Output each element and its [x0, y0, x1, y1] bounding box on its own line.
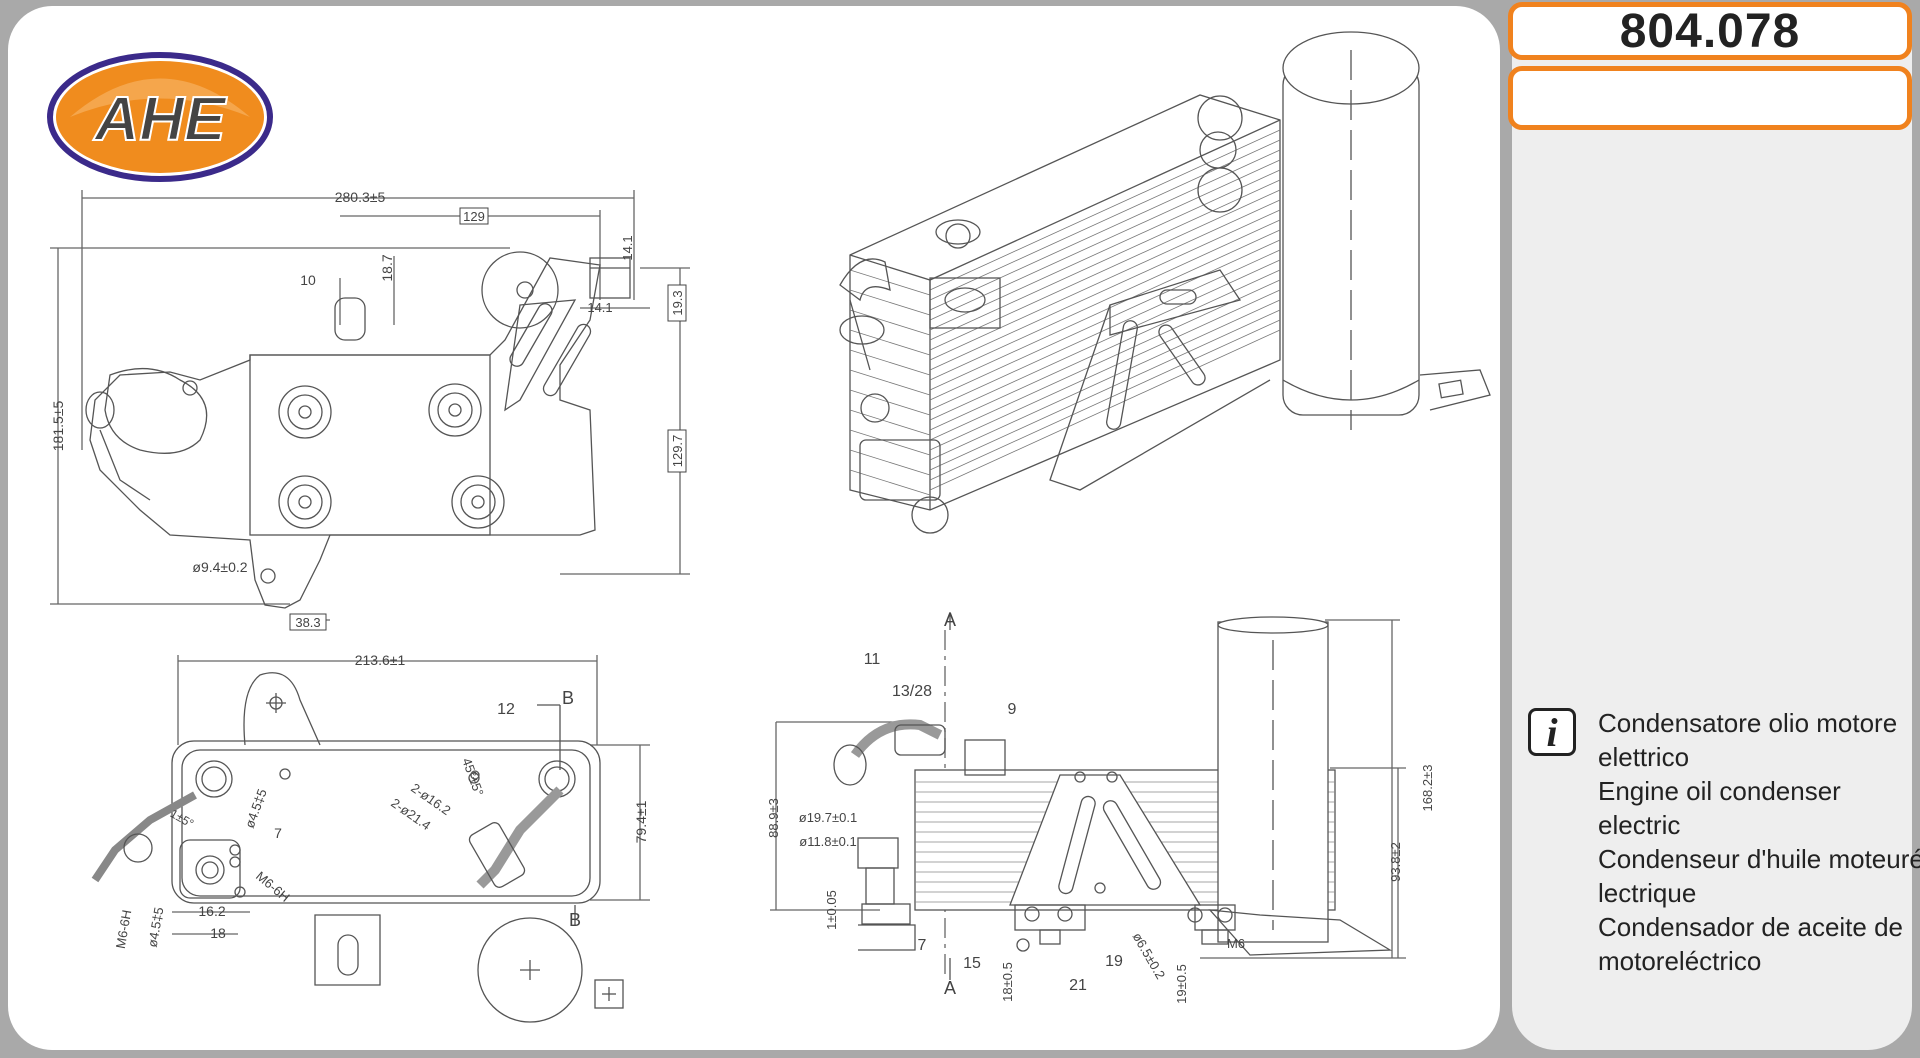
- dim-14-1-top: 14.1: [620, 235, 635, 260]
- dim-1-005: 1±0.05: [824, 890, 839, 930]
- label-b-bottom: B: [569, 910, 581, 930]
- dim-4-5-a: ø4.5‡5: [242, 787, 270, 830]
- front-view-dimension-labels: 213.6±1 79.4±1 12 B B 2-ø16.2 2-ø21.4 45…: [113, 652, 649, 950]
- ahe-logo: AHE: [47, 52, 273, 182]
- label-7: 7: [274, 825, 282, 841]
- dim-93-8: 93.8±2: [1388, 842, 1403, 882]
- info-glyph: i: [1546, 709, 1558, 755]
- dim-angle: 45°±5°: [459, 756, 487, 798]
- dim-4-5-b: ø4.5‡5: [145, 906, 167, 948]
- description-line: elettrico: [1598, 742, 1690, 772]
- description-line: Engine oil condenser: [1598, 776, 1841, 806]
- label-13-28: 13/28: [892, 683, 932, 700]
- top-view-dimension-labels: 280.3±5 129 181.5±5 10 18.7 14.1 14.1 19…: [50, 189, 687, 631]
- dim-width: 213.6±1: [355, 652, 406, 668]
- side-view: [770, 612, 1406, 980]
- label-7: 7: [918, 937, 927, 954]
- dim-overall-width: 280.3±5: [335, 189, 386, 205]
- info-icon: i: [1528, 708, 1576, 756]
- technical-drawing: AHE: [47, 31, 1491, 1023]
- dim-19-7: ø19.7±0.1: [799, 810, 857, 825]
- front-view: [91, 655, 650, 1023]
- dim-overall-height: 181.5±5: [50, 401, 66, 452]
- label-9: 9: [1008, 701, 1017, 718]
- label-21: 21: [1069, 977, 1087, 994]
- dim-19-3: 19.3: [670, 290, 685, 315]
- section-a-top: A: [944, 610, 956, 630]
- top-view: [50, 190, 690, 621]
- dim-19-05: 19±0.5: [1174, 964, 1189, 1004]
- section-a-bottom: A: [944, 978, 956, 998]
- label-b-top: B: [562, 688, 574, 708]
- dim-14-1-side: 14.1: [587, 300, 612, 315]
- dim-thread-a: M6-6H: [253, 868, 293, 905]
- dim-thread-b: M6-6H: [113, 909, 135, 950]
- description-line: motoreléctrico: [1598, 946, 1762, 976]
- dim-10: 10: [300, 272, 316, 288]
- dim-width-129: 129: [463, 209, 485, 224]
- dim-height: 79.4±1: [633, 800, 649, 843]
- dim-6-5: ø6.5±0.2: [1130, 930, 1169, 982]
- description-line: Condenseur d'huile moteuré: [1598, 844, 1920, 874]
- label-19: 19: [1105, 953, 1123, 970]
- dim-11-8: ø11.8±0.1: [799, 834, 856, 849]
- description-line: electric: [1598, 810, 1681, 840]
- product-description: Condensatore olio motore elettrico Engin…: [1598, 706, 1920, 978]
- label-15: 15: [963, 955, 981, 972]
- isometric-view: [839, 31, 1491, 534]
- dim-box-38-3: [289, 613, 327, 631]
- dim-box-129: [459, 207, 489, 225]
- dim-129-7: 129.7: [670, 435, 685, 468]
- dim-38-3: 38.3: [295, 615, 320, 630]
- label-11: 11: [864, 651, 881, 668]
- dim-box-19-3: [667, 284, 687, 322]
- dim-18-05: 18±0.5: [1000, 962, 1015, 1002]
- dim-18-7: 18.7: [379, 254, 395, 281]
- cooler-fins: [849, 129, 1281, 496]
- dim-88-9: 88.9±3: [766, 798, 781, 838]
- description-line: Condensatore olio motore: [1598, 708, 1898, 738]
- dim-hole: ø9.4±0.2: [192, 559, 247, 575]
- info-panel: [1512, 6, 1912, 1050]
- dim-thread: M6: [1227, 936, 1245, 951]
- product-subtitle-box: [1508, 66, 1912, 130]
- description-line: Condensador de aceite de: [1598, 912, 1904, 942]
- dim-16-2: 16.2: [198, 903, 225, 919]
- dim-168-2: 168.2±3: [1420, 765, 1435, 812]
- label-12: 12: [497, 701, 515, 718]
- dim-box-129-7: [667, 429, 687, 473]
- logo-text: AHE: [93, 85, 228, 154]
- product-code-box: 804.078: [1508, 2, 1912, 60]
- product-code: 804.078: [1619, 4, 1801, 58]
- description-line: lectrique: [1598, 878, 1697, 908]
- dim-18: 18: [210, 925, 226, 941]
